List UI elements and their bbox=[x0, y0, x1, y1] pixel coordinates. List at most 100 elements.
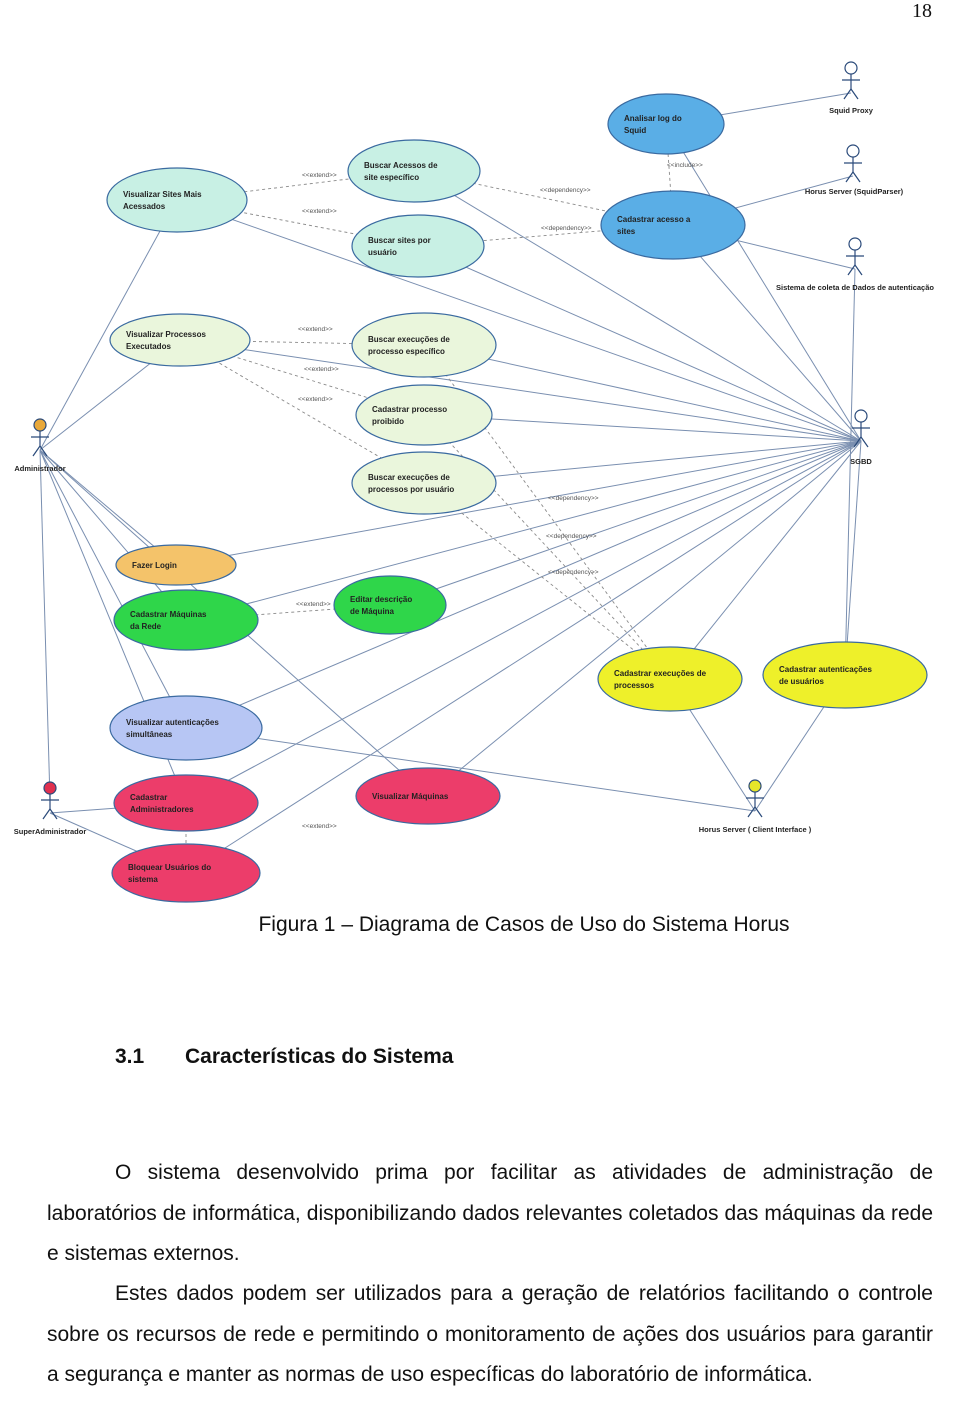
relation-dependency bbox=[423, 482, 671, 680]
svg-text:Cadastrar Máquinas: Cadastrar Máquinas bbox=[130, 610, 207, 619]
association-line bbox=[185, 440, 862, 804]
association-line bbox=[413, 170, 862, 442]
association-line bbox=[185, 440, 862, 874]
association-line bbox=[423, 344, 862, 442]
svg-text:sites: sites bbox=[617, 227, 636, 236]
paragraph-2-text: Estes dados podem ser utilizados para a … bbox=[47, 1282, 933, 1386]
svg-text:Executados: Executados bbox=[126, 342, 171, 351]
paragraph-1: O sistema desenvolvido prima por facilit… bbox=[47, 1153, 933, 1275]
page-number: 18 bbox=[912, 0, 932, 22]
actor-horus-server-parser: Horus Server (SquidParser) bbox=[805, 144, 904, 196]
svg-text:de Máquina: de Máquina bbox=[350, 607, 395, 616]
association-line bbox=[179, 339, 862, 442]
svg-text:site específico: site específico bbox=[364, 173, 419, 182]
extend-label: <<extend>> bbox=[302, 172, 337, 179]
paragraph-1-text: O sistema desenvolvido prima por facilit… bbox=[47, 1161, 933, 1265]
association-line bbox=[672, 224, 862, 442]
relation-extend bbox=[179, 339, 425, 346]
svg-text:Visualizar Sites Mais: Visualizar Sites Mais bbox=[123, 190, 202, 199]
actor-label: SGBD bbox=[850, 457, 872, 466]
extend-label: <<extend>> bbox=[298, 326, 333, 333]
svg-text:Acessados: Acessados bbox=[123, 202, 166, 211]
relation-extend bbox=[179, 339, 425, 484]
svg-text:Cadastrar acesso a: Cadastrar acesso a bbox=[617, 215, 691, 224]
actor-label: SuperAdministrador bbox=[14, 827, 87, 836]
svg-text:da Rede: da Rede bbox=[130, 622, 162, 631]
association-line bbox=[665, 123, 862, 442]
association-line bbox=[39, 199, 178, 451]
use-case-cadastrar-maquinas: Cadastrar Máquinas da Rede bbox=[113, 589, 259, 651]
association-line bbox=[176, 199, 862, 442]
use-case-cadastrar-processo-proibido: Cadastrar processo proibido bbox=[355, 384, 493, 446]
svg-text:Analisar log do: Analisar log do bbox=[624, 114, 682, 123]
association-line bbox=[175, 440, 862, 566]
use-case-analisar-log: Analisar log do Squid bbox=[607, 93, 725, 155]
actor-administrador: Administrador bbox=[14, 418, 66, 473]
actor-label: Squid Proxy bbox=[829, 106, 874, 115]
dependency-label: <<dependency>> bbox=[548, 569, 599, 576]
extend-label: <<extend>> bbox=[296, 601, 331, 608]
paragraph-2: Estes dados podem ser utilizados para a … bbox=[47, 1274, 933, 1396]
association-line bbox=[844, 268, 856, 676]
svg-text:Visualizar Máquinas: Visualizar Máquinas bbox=[372, 792, 449, 801]
dependency-label: <<dependency>> bbox=[540, 187, 591, 194]
svg-text:Cadastrar: Cadastrar bbox=[130, 793, 167, 802]
svg-text:Squid: Squid bbox=[624, 126, 646, 135]
use-case-buscar-execucoes-processo: Buscar execuções de processo específico bbox=[351, 312, 497, 378]
association-line bbox=[185, 440, 862, 621]
section-heading: 3.1 Características do Sistema bbox=[115, 1045, 453, 1069]
dependency-label: <<dependency>> bbox=[546, 533, 597, 540]
svg-text:Cadastrar execuções de: Cadastrar execuções de bbox=[614, 669, 707, 678]
svg-text:processos: processos bbox=[614, 681, 655, 690]
svg-text:Cadastrar autenticações: Cadastrar autenticações bbox=[779, 665, 872, 674]
svg-text:Buscar execuções de: Buscar execuções de bbox=[368, 335, 450, 344]
section-title: Características do Sistema bbox=[185, 1045, 454, 1068]
association-line bbox=[423, 440, 862, 484]
svg-text:Buscar sites por: Buscar sites por bbox=[368, 236, 431, 245]
extend-label: <<extend>> bbox=[298, 396, 333, 403]
actor-label: Sistema de coleta de Dados de autenticaç… bbox=[776, 283, 934, 292]
actor-label: Horus Server ( Client Interface ) bbox=[699, 825, 812, 834]
use-case-fazer-login: Fazer Login bbox=[115, 544, 237, 586]
svg-text:Cadastrar processo: Cadastrar processo bbox=[372, 405, 447, 414]
svg-text:Buscar execuções de: Buscar execuções de bbox=[368, 473, 450, 482]
association-line bbox=[423, 414, 862, 442]
svg-text:processo específico: processo específico bbox=[368, 347, 445, 356]
association-line bbox=[844, 440, 862, 676]
svg-text:de usuários: de usuários bbox=[779, 677, 824, 686]
association-line bbox=[417, 245, 862, 442]
svg-text:proibido: proibido bbox=[372, 417, 404, 426]
dependency-label: <<dependency>> bbox=[548, 495, 599, 502]
actor-squid-proxy: Squid Proxy bbox=[829, 61, 874, 115]
actor-label: Administrador bbox=[14, 464, 65, 473]
svg-text:Administradores: Administradores bbox=[130, 805, 194, 814]
use-case-diagram: <<extend>> <<extend>> <<include>> <<depende… bbox=[0, 55, 960, 905]
use-case-visualizar-maquinas: Visualizar Máquinas bbox=[355, 767, 501, 825]
include-label: <<include>> bbox=[667, 162, 703, 169]
use-case-cadastrar-autenticacoes: Cadastrar autenticações de usuários bbox=[762, 641, 928, 709]
actor-super-administrador: SuperAdministrador bbox=[14, 781, 87, 836]
figure-caption: Figura 1 – Diagrama de Casos de Uso do S… bbox=[258, 913, 790, 936]
actor-sgbd: SGBD bbox=[850, 409, 872, 466]
association-line bbox=[185, 727, 756, 812]
section-number: 3.1 bbox=[115, 1045, 145, 1068]
svg-text:usuário: usuário bbox=[368, 248, 397, 257]
svg-text:Visualizar Processos: Visualizar Processos bbox=[126, 330, 206, 339]
svg-text:sistema: sistema bbox=[128, 875, 158, 884]
svg-text:Visualizar autenticações: Visualizar autenticações bbox=[126, 718, 219, 727]
association-line bbox=[427, 440, 862, 797]
use-case-buscar-sites-usuario: Buscar sites por usuário bbox=[351, 214, 485, 278]
association-line bbox=[39, 449, 187, 729]
association-line bbox=[669, 440, 862, 680]
dependency-label: <<dependency>> bbox=[541, 225, 592, 232]
association-line bbox=[185, 440, 862, 729]
extend-label: <<extend>> bbox=[302, 208, 337, 215]
